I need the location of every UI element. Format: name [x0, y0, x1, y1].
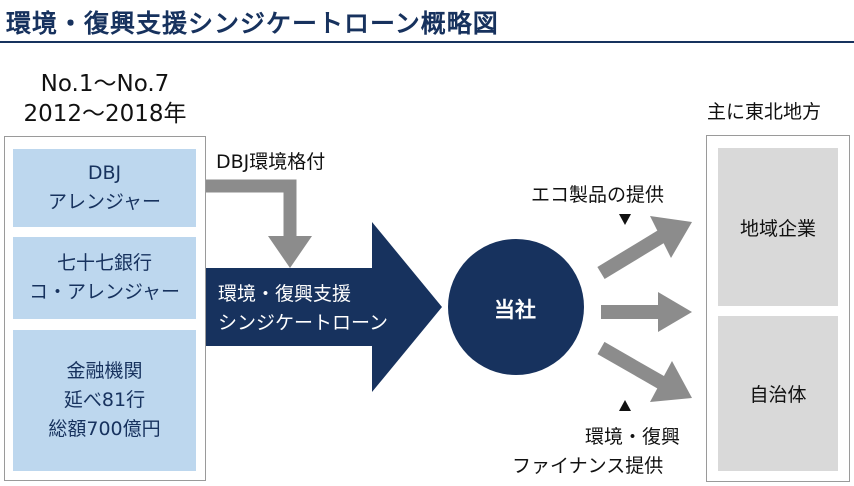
output-arrow-down — [597, 341, 692, 402]
company-label: 当社 — [494, 298, 536, 322]
period-years: 2012～2018年 — [23, 101, 187, 127]
output-arrow-middle — [601, 292, 692, 332]
page-title: 環境・復興支援シンジケートローン概略図 — [6, 9, 499, 38]
arranger-box-77bank: 七十七銀行 コ・アレンジャー — [13, 237, 196, 319]
company-circle — [448, 239, 584, 375]
eco-products-label: エコ製品の提供 — [531, 184, 665, 206]
rating-arrow — [196, 179, 297, 238]
period-numbers: No.1～No.7 — [40, 71, 170, 97]
arranger-box-financial-institutions: 金融機関 延べ81行 総額700億円 — [13, 330, 196, 471]
down-triangle-marker — [619, 214, 631, 225]
beneficiary-box-municipalities: 自治体 — [718, 316, 838, 471]
finance-label-line: ファイナンス提供 — [512, 455, 664, 477]
arranger-line: 延べ81行 — [63, 389, 146, 411]
loan-arrow-line: 環境・復興支援 — [218, 283, 352, 305]
region-label: 主に東北地方 — [707, 101, 822, 123]
arranger-line: DBJ — [87, 162, 122, 184]
arranger-line: コ・アレンジャー — [28, 281, 181, 303]
beneficiary-box-local-companies: 地域企業 — [718, 148, 838, 306]
arranger-box-dbj: DBJ アレンジャー — [13, 149, 196, 227]
title-underline — [0, 41, 854, 43]
finance-label-line: 環境・復興 — [585, 426, 681, 448]
output-arrow-up — [597, 216, 692, 279]
loan-arrow — [206, 222, 442, 392]
arranger-line: 金融機関 — [66, 360, 143, 382]
arranger-line: 総額700億円 — [48, 418, 161, 440]
arrangers-panel: DBJ アレンジャー 七十七銀行 コ・アレンジャー 金融機関 延べ81行 総額7… — [4, 136, 206, 481]
up-triangle-marker — [619, 400, 631, 411]
rating-arrowhead — [268, 236, 312, 268]
loan-arrow-line: シンジケートローン — [218, 312, 389, 334]
rating-label: DBJ環境格付 — [216, 151, 326, 173]
beneficiaries-panel: 地域企業 自治体 — [706, 135, 850, 482]
arranger-line: アレンジャー — [47, 191, 162, 213]
arranger-line: 七十七銀行 — [56, 252, 152, 274]
